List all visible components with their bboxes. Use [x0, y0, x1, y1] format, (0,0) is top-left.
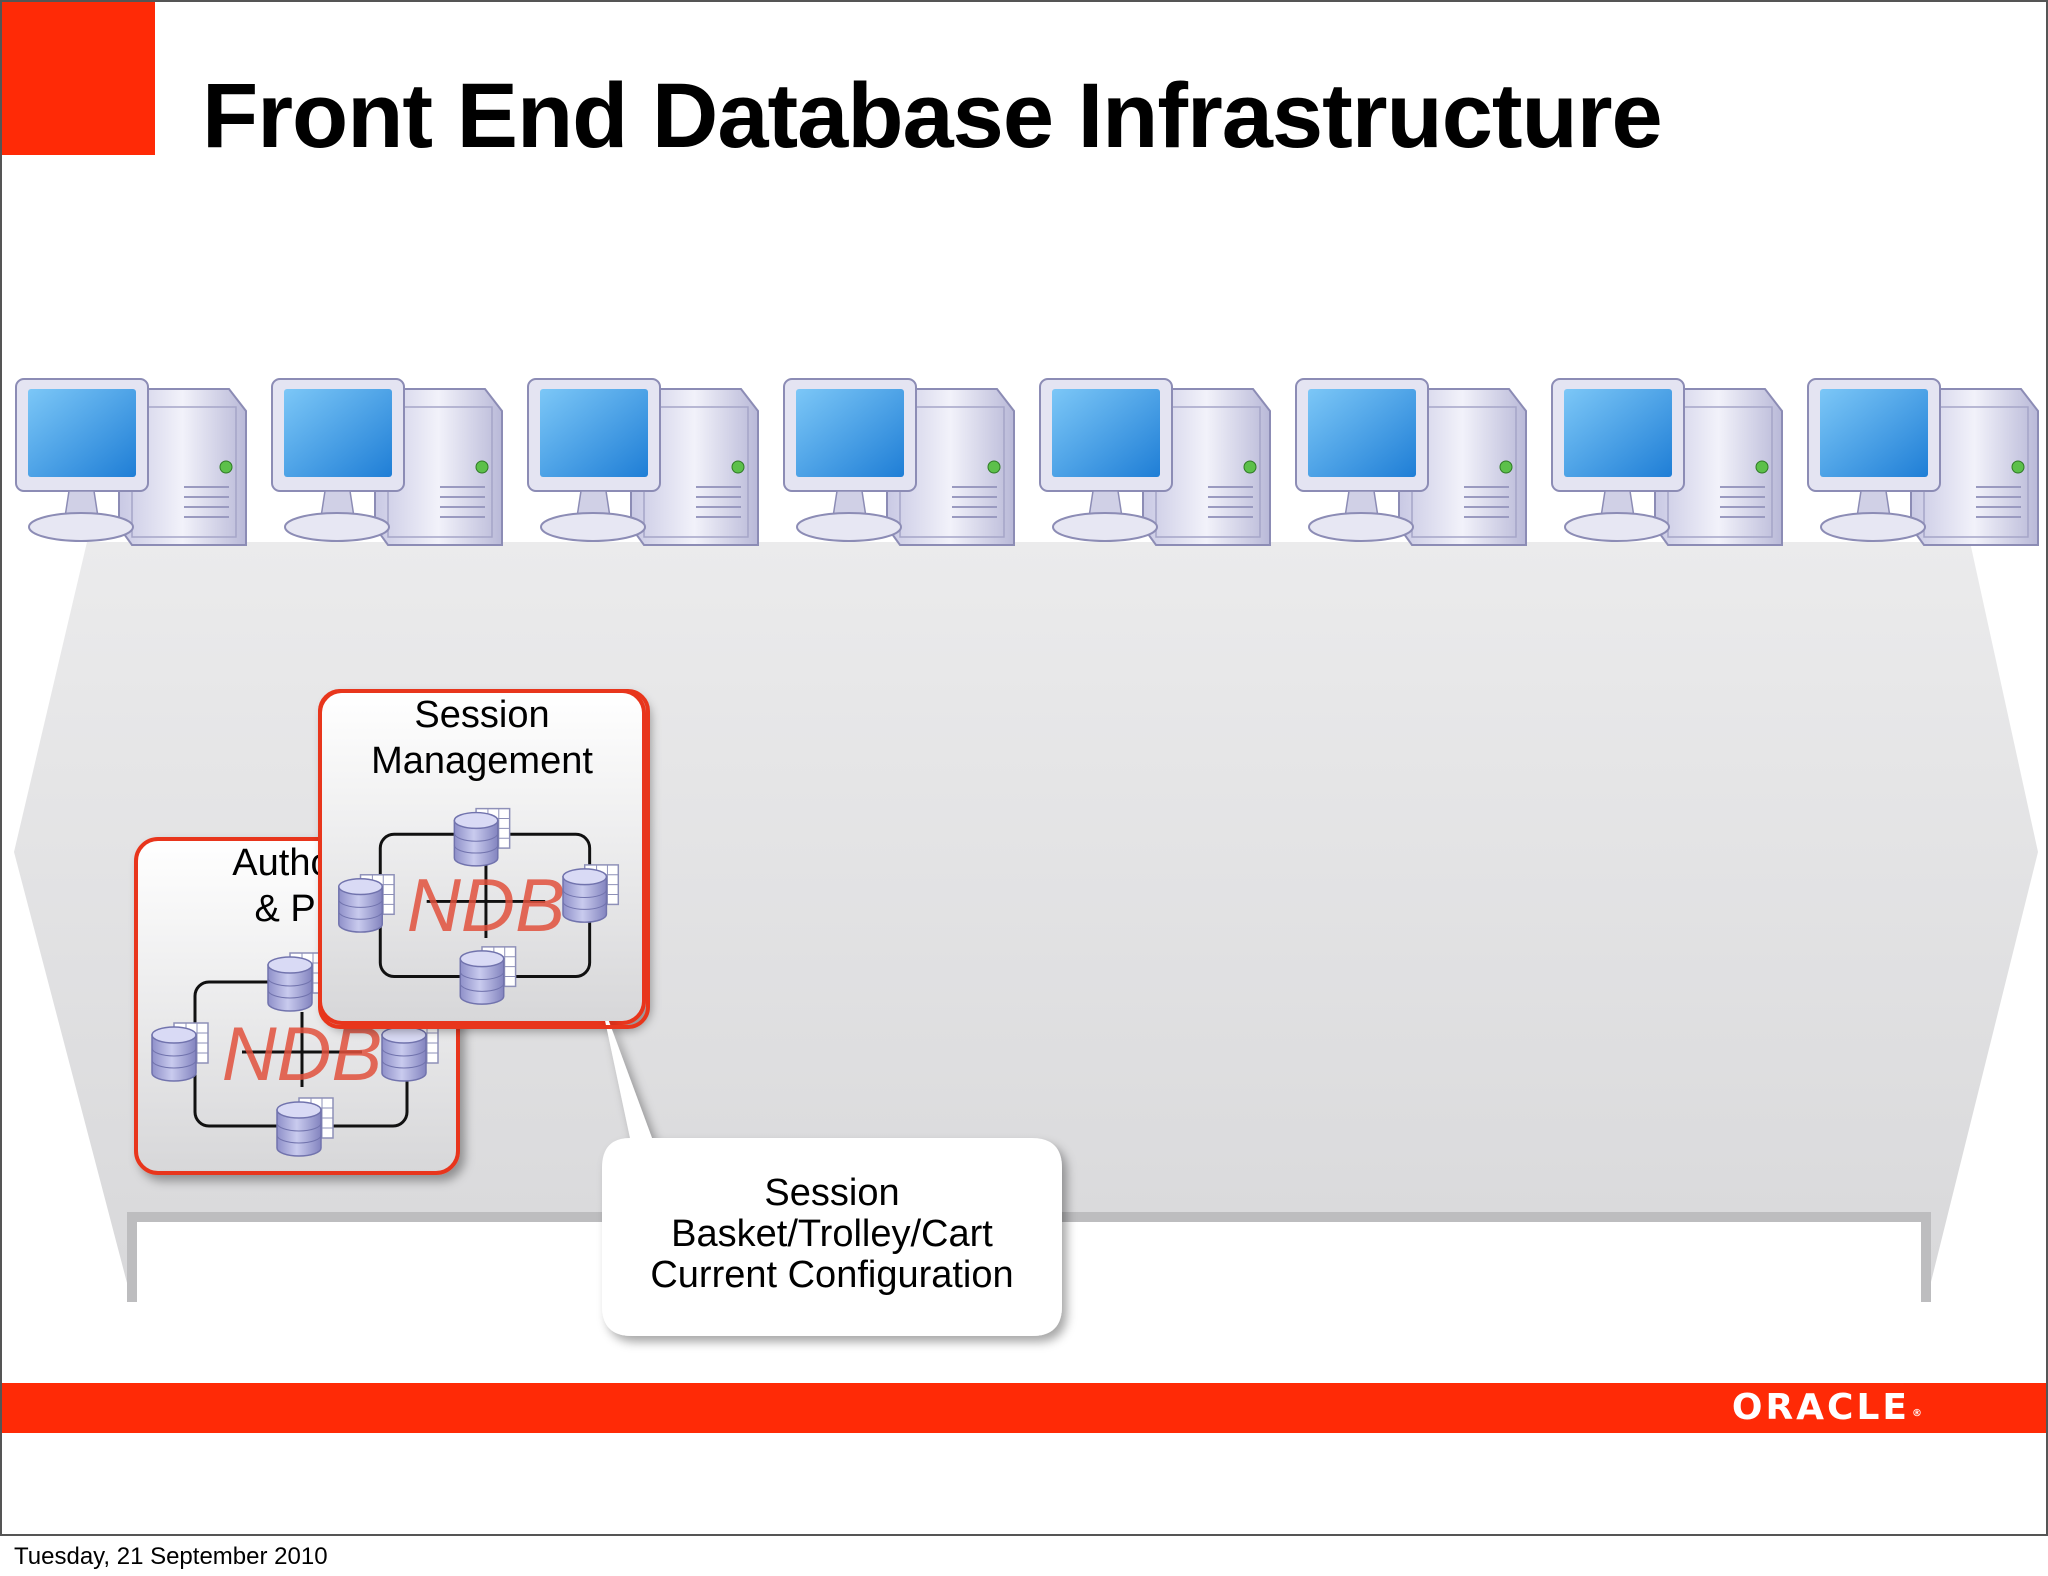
callout-line1: Session: [764, 1172, 900, 1214]
desktop-computer-icon: [1295, 378, 1527, 546]
desktop-computer-icon: [1551, 378, 1783, 546]
computer-row: [15, 378, 2039, 546]
desktop-computer-icon: [15, 378, 247, 546]
callout-text: Session Basket/Trolley/Cart Current Conf…: [602, 1173, 1062, 1296]
slide-title: Front End Database Infrastructure: [202, 65, 1663, 167]
footer-bar: ORACLE®: [2, 1383, 2046, 1433]
callout-line2: Basket/Trolley/Cart: [671, 1213, 993, 1255]
oracle-logo: ORACLE®: [1731, 1387, 1922, 1429]
desktop-computer-icon: [1039, 378, 1271, 546]
slide: Front End Database Infrastructure: [0, 0, 2048, 1536]
session-box-line2: Management: [371, 740, 593, 782]
callout-bubble: [600, 997, 1062, 1336]
desktop-computer-icon: [783, 378, 1015, 546]
callout-line3: Current Configuration: [650, 1254, 1014, 1296]
desktop-computer-icon: [271, 378, 503, 546]
session-box-title: Session Management: [322, 692, 642, 784]
slide-date: Tuesday, 21 September 2010: [14, 1543, 328, 1570]
session-box-line1: Session: [414, 694, 550, 736]
desktop-computer-icon: [527, 378, 759, 546]
auth-box-line1: Authoriz: [232, 842, 372, 884]
registered-mark: ®: [1912, 1408, 1922, 1419]
infrastructure-diagram: NDB NDB: [14, 378, 2039, 1336]
desktop-computer-icon: [1807, 378, 2039, 546]
auth-box-title: Authoriz & Pro: [152, 840, 452, 932]
red-corner-accent: [2, 2, 155, 155]
auth-box-line2: & Pro: [254, 888, 350, 930]
oracle-logo-text: ORACLE: [1731, 1387, 1910, 1428]
